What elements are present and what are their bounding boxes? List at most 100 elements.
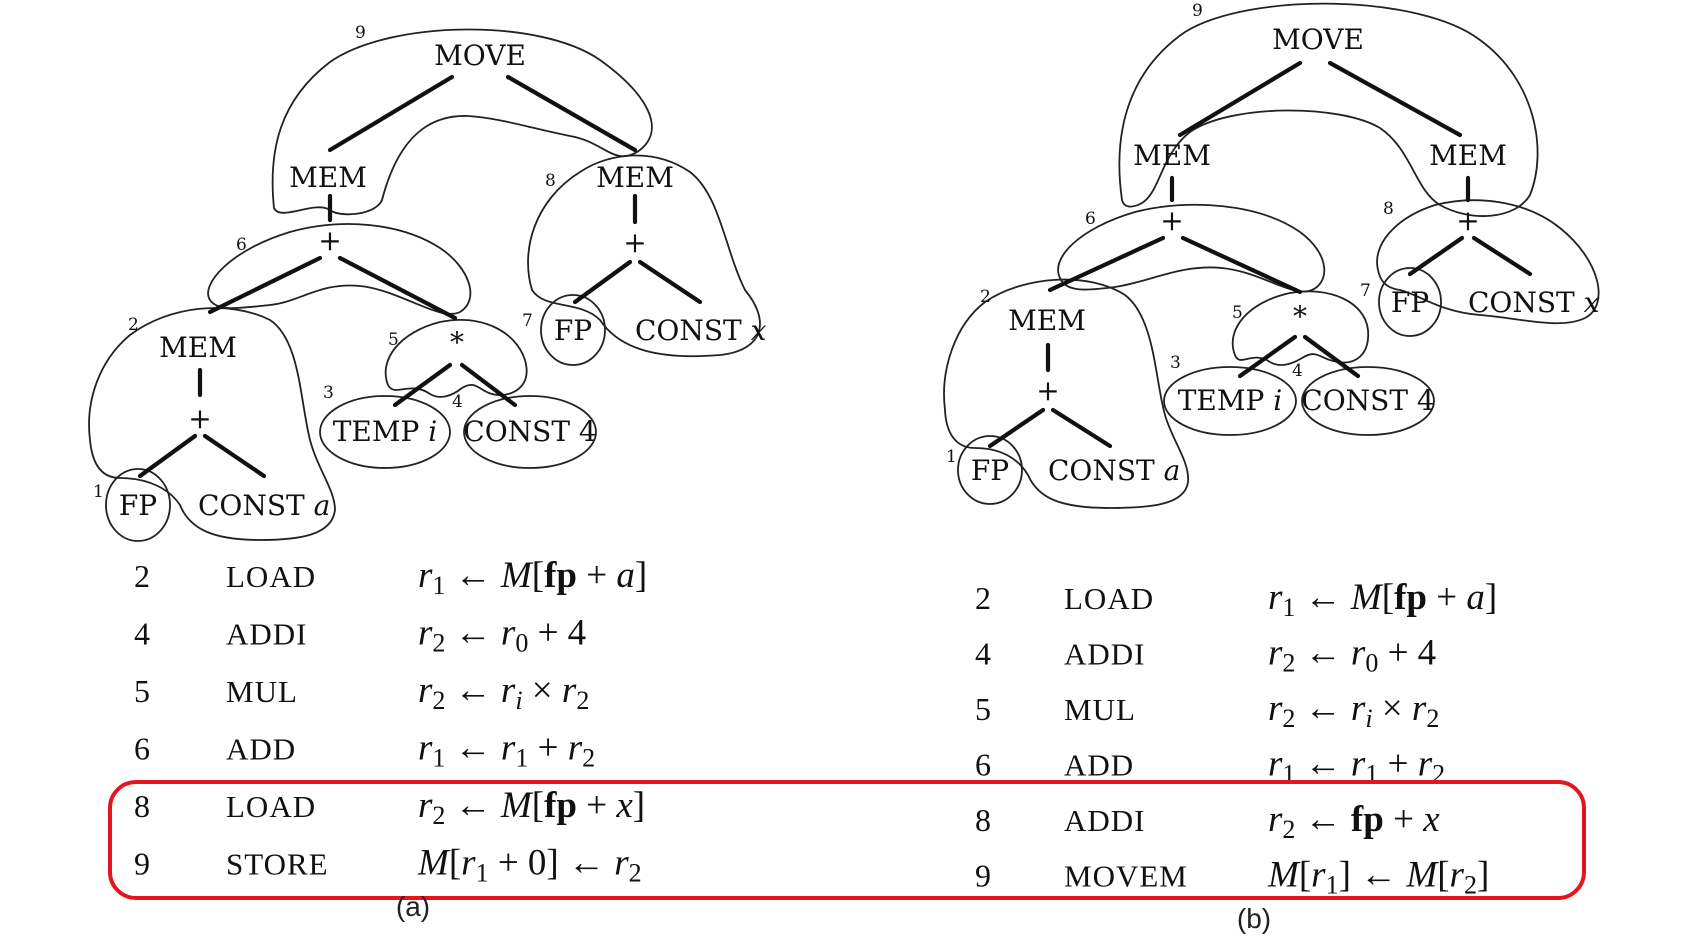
tile-8-outline-b [1376,199,1600,325]
tile-2-outline-b [943,278,1189,509]
tile-7-outline-b [1378,267,1442,337]
edge-b-plusinner-const [1050,407,1113,449]
tile-6-outline [207,223,472,315]
edge-b-star-const4 [1302,334,1361,379]
edge-plusinner-fp [137,433,198,479]
edge-plusinner-const [202,433,267,479]
instruction-expression: r1 ← M[fp + a] [418,555,647,600]
node-plus-left: + [318,224,341,257]
tile-3-outline [319,395,451,469]
instruction-expression: r2 ← r0 + 4 [1268,633,1436,678]
tile-num-4-b: 4 [1292,361,1303,381]
node-const-x: CONST x [635,314,767,347]
const-x-keyword-b: CONST [1468,286,1575,319]
instruction-expression: M[r1] ← M[r2] [1267,855,1489,900]
tile-4-outline-b [1301,366,1435,436]
node-move: MOVE [434,39,526,72]
node-fp-2-b: FP [1391,286,1429,319]
instruction-expression: r2 ← ri × r2 [1268,688,1439,733]
edge-b-plus-star [1180,235,1303,295]
edge-plusright-fp [572,259,633,305]
node-temp-i: TEMP i [333,415,438,448]
edge-b-star-temp [1237,334,1298,379]
opcode: ADD [226,732,296,767]
node-mem-left: MEM [289,161,367,194]
tile-7-outline [540,294,606,366]
node-move-b: MOVE [1272,23,1364,56]
instruction-expression: r1 ← M[fp + a] [1268,577,1497,622]
node-const-4: CONST 4 [463,415,596,448]
const-x-var-b: x [1584,286,1600,319]
opcode: ADDI [1064,803,1146,838]
opcode: MUL [226,674,298,709]
tile-number: 6 [134,731,150,767]
temp-keyword-b: TEMP [1178,384,1265,417]
tile-number: 6 [975,747,991,783]
temp-var-b: i [1273,384,1282,417]
instruction-expression: r2 ← M[fp + x] [418,785,645,830]
tile-num-7-b: 7 [1360,281,1371,301]
edge-move-memright [505,74,638,153]
tile-number: 4 [975,636,991,672]
tile-num-9: 9 [355,23,366,43]
tile-num-1-b: 1 [946,447,957,467]
node-mem-right: MEM [596,161,674,194]
const-x-keyword: CONST [635,314,742,347]
tile-number: 5 [975,691,991,727]
node-mem-left-b: MEM [1133,139,1211,172]
node-plus-inner: + [188,402,211,435]
edge-b-move-memleft [1177,60,1303,138]
opcode: STORE [226,847,329,882]
tile-8-outline [527,154,761,358]
tile-num-6-b: 6 [1085,209,1096,229]
edge-plus-meminner [207,255,323,315]
node-mem-right-b: MEM [1429,139,1507,172]
node-fp-2: FP [554,314,592,347]
tile-number: 2 [975,580,991,616]
instruction-expression: r2 ← r0 + 4 [418,613,586,658]
edge-b-plusright-const [1471,235,1533,277]
edge-b-plusright-fp [1407,235,1465,277]
opcode: MUL [1064,692,1136,727]
temp-keyword: TEMP [333,415,420,448]
tree-a: MOVE MEM MEM + + MEM + * FP CONST a TEMP… [88,23,767,542]
node-const-x-b: CONST x [1468,286,1600,319]
tile-num-3-b: 3 [1170,353,1181,373]
node-const-a: CONST a [198,489,330,522]
edge-move-memleft [327,74,455,153]
node-plus-inner-b: + [1036,374,1059,407]
tile-number: 2 [134,558,150,594]
edge-b-plus-meminner [1047,235,1166,293]
node-const-a-b: CONST a [1048,454,1180,487]
const-a-var-b: a [1164,454,1181,487]
edge-b-move-memright [1327,60,1463,138]
listing-row: 6 ADD r1 ← r1 + r2 [134,728,595,773]
tile-num-2: 2 [128,315,139,335]
tree-b: MOVE MEM MEM + + MEM + * FP CONST a TEMP… [943,1,1600,509]
node-fp-1: FP [119,489,157,522]
tile-num-8-b: 8 [1383,199,1394,219]
caption-b: (b) [1237,903,1271,934]
instruction-expression: r1 ← r1 + r2 [418,728,595,773]
node-mem-inner: MEM [159,331,237,364]
tile-num-9-b: 9 [1192,1,1203,21]
node-plus-right: + [623,226,646,259]
tile-num-8: 8 [545,171,556,191]
tile-number: 4 [134,616,150,652]
instruction-expression: r2 ← fp + x [1268,799,1440,844]
tile-1-outline [105,468,171,542]
const-a-keyword: CONST [198,489,305,522]
const-x-var: x [751,314,767,347]
const-a-var: a [314,489,331,522]
tile-number: 8 [134,788,150,824]
caption-a: (a) [396,891,430,922]
node-const-4-b: CONST 4 [1301,384,1434,417]
node-plus-left-b: + [1160,204,1183,237]
node-plus-right-b: + [1456,204,1479,237]
